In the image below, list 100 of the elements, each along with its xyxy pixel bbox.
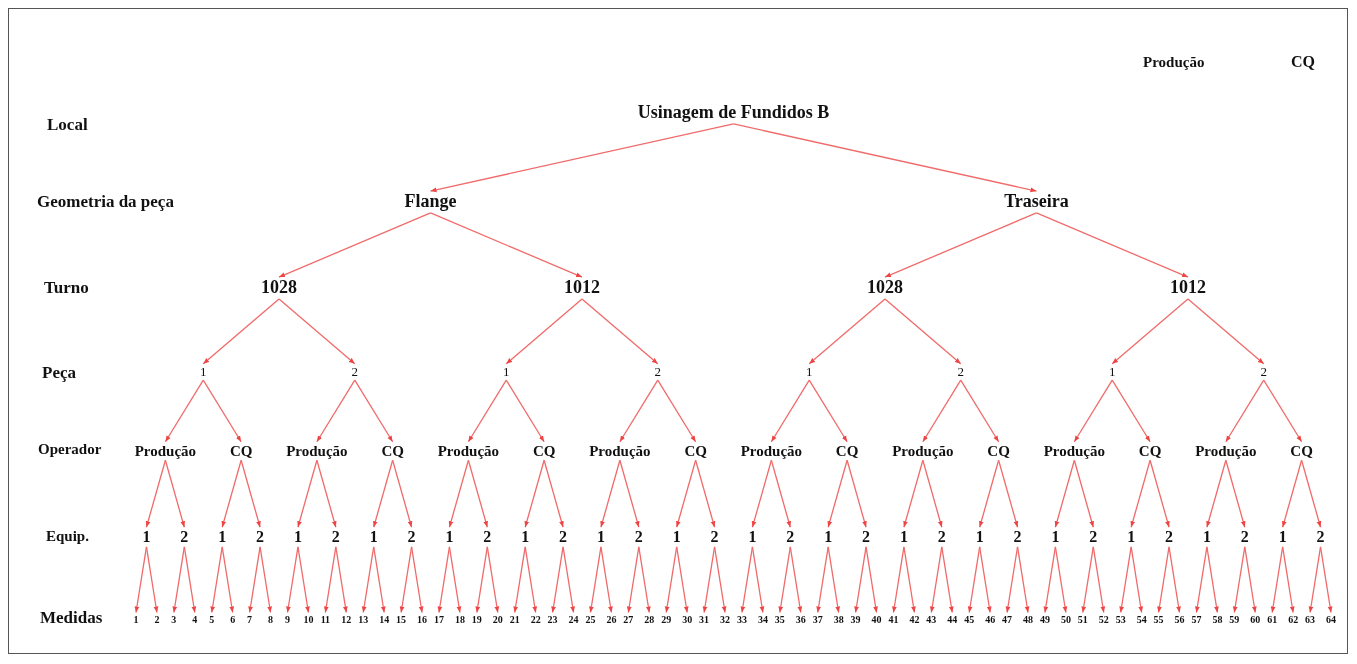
arrow bbox=[278, 212, 432, 278]
arrow bbox=[740, 546, 754, 614]
arrow bbox=[316, 459, 337, 528]
measure-label: 30 bbox=[682, 613, 693, 625]
part-label: 2 bbox=[957, 364, 964, 380]
operator-label: CQ bbox=[684, 442, 707, 460]
arrow bbox=[1308, 546, 1322, 614]
arrow bbox=[960, 379, 1000, 443]
arrow bbox=[1054, 459, 1075, 528]
equipment-label: 1 bbox=[975, 528, 984, 546]
arrow bbox=[827, 459, 848, 528]
arrow bbox=[922, 459, 943, 528]
part-label: 2 bbox=[351, 364, 358, 380]
measure-label: 26 bbox=[606, 613, 617, 625]
shift-label: 1012 bbox=[1169, 278, 1206, 298]
measure-label: 59 bbox=[1229, 613, 1240, 625]
arrow bbox=[892, 546, 905, 614]
measure-label: 28 bbox=[644, 613, 655, 625]
arrow bbox=[297, 546, 310, 614]
operator-label: Produção bbox=[1195, 442, 1257, 460]
arrow bbox=[221, 459, 242, 528]
measure-label: 12 bbox=[341, 613, 352, 625]
arrow bbox=[543, 459, 564, 528]
measure-label: 44 bbox=[947, 613, 958, 625]
equipment-label: 2 bbox=[786, 528, 795, 546]
measure-label: 58 bbox=[1212, 613, 1223, 625]
measure-label: 48 bbox=[1023, 613, 1033, 625]
arrow bbox=[1263, 379, 1303, 443]
measure-label: 64 bbox=[1326, 613, 1336, 625]
operator-label: Produção bbox=[286, 442, 348, 460]
equipment-label: 1 bbox=[1278, 528, 1287, 546]
arrow bbox=[1073, 459, 1094, 528]
equipment-label: 2 bbox=[331, 528, 340, 546]
measure-label: 32 bbox=[720, 613, 731, 625]
measure-label: 36 bbox=[795, 613, 806, 625]
equipment-label: 2 bbox=[256, 528, 265, 546]
part-label: 1 bbox=[200, 364, 207, 380]
arrow bbox=[702, 546, 716, 614]
arrow bbox=[524, 546, 538, 614]
arrow bbox=[505, 298, 583, 365]
arrow bbox=[1005, 546, 1019, 614]
row-label: Geometria da peça bbox=[37, 193, 174, 212]
measure-label: 43 bbox=[926, 613, 937, 625]
arrow bbox=[172, 546, 185, 614]
arrow bbox=[676, 459, 697, 528]
equipment-label: 1 bbox=[521, 528, 530, 546]
arrow bbox=[1016, 546, 1030, 614]
measure-label: 27 bbox=[623, 613, 634, 625]
part-label: 2 bbox=[654, 364, 661, 380]
arrow bbox=[1073, 379, 1113, 443]
measure-label: 23 bbox=[547, 613, 558, 625]
measure-label: 8 bbox=[268, 613, 274, 625]
arrow bbox=[732, 123, 1038, 193]
operator-label: CQ bbox=[987, 442, 1010, 460]
equipment-label: 2 bbox=[710, 528, 719, 546]
arrow bbox=[278, 298, 356, 365]
measure-label: 61 bbox=[1267, 613, 1278, 625]
measure-label: 35 bbox=[774, 613, 785, 625]
measure-label: 50 bbox=[1060, 613, 1071, 625]
arrow bbox=[1081, 546, 1094, 614]
arrow bbox=[922, 379, 962, 443]
arrow bbox=[248, 546, 261, 614]
arrow bbox=[335, 546, 348, 614]
arrow bbox=[816, 546, 829, 614]
row-label: Operador bbox=[38, 441, 102, 458]
part-label: 2 bbox=[1260, 364, 1267, 380]
arrow bbox=[562, 546, 575, 614]
operator-label: CQ bbox=[835, 442, 859, 460]
arrow bbox=[638, 546, 651, 614]
location-label: Usinagem de Fundidos B bbox=[637, 103, 830, 123]
measure-label: 47 bbox=[1002, 613, 1013, 625]
equipment-label: 1 bbox=[596, 528, 605, 546]
arrow bbox=[581, 298, 659, 365]
measure-label: 7 bbox=[247, 613, 253, 625]
arrow bbox=[467, 459, 488, 528]
arrow bbox=[770, 459, 791, 528]
arrow bbox=[354, 379, 394, 443]
arrow bbox=[865, 546, 878, 614]
equipment-label: 1 bbox=[293, 528, 302, 546]
equipment-label: 2 bbox=[407, 528, 416, 546]
measure-label: 19 bbox=[471, 613, 482, 625]
arrow bbox=[1130, 546, 1144, 614]
measure-label: 17 bbox=[433, 613, 444, 625]
arrow bbox=[600, 459, 621, 528]
measure-label: 21 bbox=[509, 613, 520, 625]
measure-label: 38 bbox=[833, 613, 844, 625]
measure-label: 31 bbox=[699, 613, 710, 625]
arrow bbox=[1195, 546, 1208, 614]
measure-label: 22 bbox=[530, 613, 541, 625]
row-label: Local bbox=[47, 116, 88, 135]
arrow bbox=[751, 459, 772, 528]
arrow bbox=[979, 546, 992, 614]
measure-label: 52 bbox=[1098, 613, 1109, 625]
arrow bbox=[164, 459, 185, 528]
arrow bbox=[676, 546, 689, 614]
measure-label: 10 bbox=[303, 613, 314, 625]
arrow bbox=[1130, 459, 1151, 528]
measure-label: 15 bbox=[396, 613, 407, 625]
operator-label: Produção bbox=[892, 442, 954, 460]
equipment-label: 2 bbox=[559, 528, 568, 546]
